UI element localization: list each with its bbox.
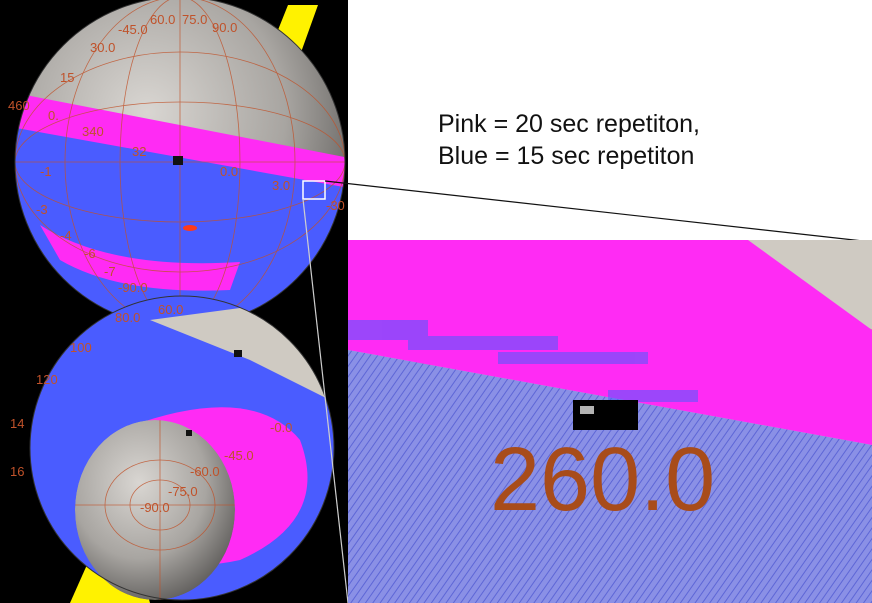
upper-label: 340 [82, 124, 104, 139]
zoomed-detail-panel: 260.0 [348, 240, 872, 603]
pink-coverage [348, 240, 872, 445]
upper-label: 0.0 [220, 164, 238, 179]
lower-label: -60.0 [190, 464, 220, 479]
upper-label: 15 [60, 70, 74, 85]
zoomed-detail-graphic: 260.0 [348, 240, 872, 603]
upper-label: 90.0 [212, 20, 237, 35]
globe-views-graphic: 60.0 75.0 90.0 -45.0 30.0 15 460 0. 340 … [8, 0, 346, 603]
upper-label: -30 [326, 198, 345, 213]
upper-label: -7 [104, 264, 116, 279]
lower-label: 60.0 [158, 302, 183, 317]
lower-label: 120 [36, 372, 58, 387]
lower-label: 14 [10, 416, 24, 431]
globe-views-panel: 60.0 75.0 90.0 -45.0 30.0 15 460 0. 340 … [0, 0, 348, 603]
upper-label: 75.0 [182, 12, 207, 27]
upper-label: -45.0 [118, 22, 148, 37]
legend-caption: Pink = 20 sec repetiton, Blue = 15 sec r… [438, 108, 700, 172]
upper-label: -1 [40, 164, 52, 179]
blue-caption-line: Blue = 15 sec repetiton [438, 142, 695, 170]
upper-label: -6 [84, 246, 96, 261]
upper-label: -90.0 [118, 280, 148, 295]
blue-coverage [348, 350, 872, 603]
lower-label: -0.0 [270, 420, 292, 435]
upper-label: -4 [60, 228, 72, 243]
lower-label: 100 [70, 340, 92, 355]
upper-label: 460 [8, 98, 30, 113]
lower-label: 80.0 [115, 310, 140, 325]
upper-label: 60.0 [150, 12, 175, 27]
upper-label: 3.0 [272, 178, 290, 193]
longitude-label: 260.0 [490, 430, 715, 530]
pink-caption-line: Pink = 20 sec repetiton, [438, 110, 700, 138]
lower-label: -75.0 [168, 484, 198, 499]
upper-label: 30.0 [90, 40, 115, 55]
upper-globe [15, 0, 345, 327]
lower-label: 16 [10, 464, 24, 479]
upper-label: 32 [132, 144, 146, 159]
lower-label: -45.0 [224, 448, 254, 463]
lower-label: -90.0 [140, 500, 170, 515]
upper-label: 0. [48, 108, 59, 123]
upper-label: -3 [36, 202, 48, 217]
